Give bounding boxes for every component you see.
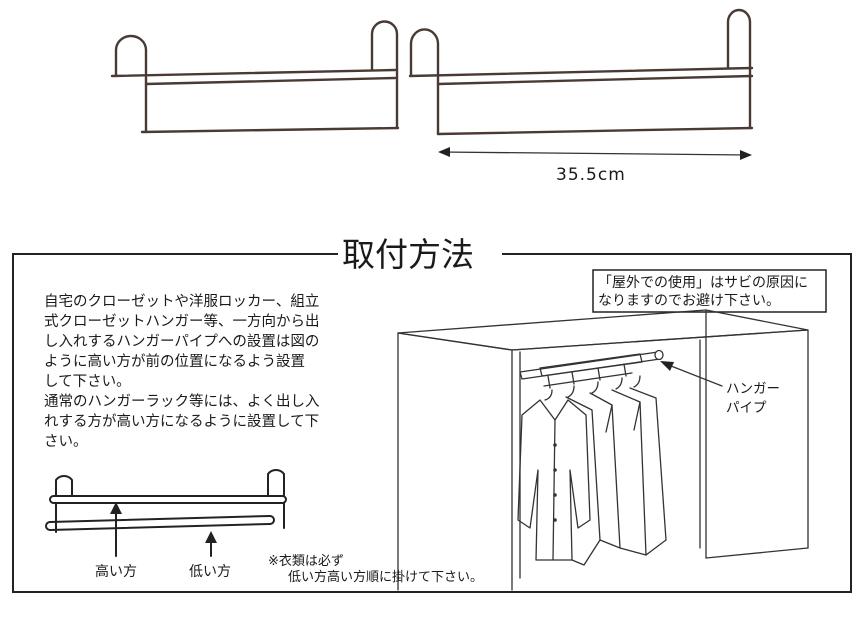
section-frame <box>12 253 852 593</box>
warning-line-1: 「屋外での使用」はサビの原因に <box>598 274 808 291</box>
label-hanger-pipe-1: ハンガー <box>726 381 780 397</box>
instruction-line: し入れするハンガーパイプへの設置は図の <box>44 333 319 350</box>
rack-large <box>408 8 754 136</box>
closet-illustration <box>397 309 809 591</box>
label-low-side: 低い方 <box>189 564 231 580</box>
instruction-line: 式クローゼットハンガー等、一方向から出 <box>44 312 320 330</box>
instruction-line: 通常のハンガーラック等には、よく出し入 <box>44 392 320 410</box>
hanger-pipe-pointer <box>660 361 723 387</box>
label-hanger-pipe-2: パイプ <box>726 400 767 416</box>
instruction-line: ように高い方が前の位置になるよう設置 <box>44 353 305 370</box>
instruction-line: して下さい。 <box>44 373 131 390</box>
instruction-line: さい。 <box>44 433 88 450</box>
warning-line-2: なりますのでお避け下さい。 <box>598 293 780 309</box>
instruction-line: れする方が高い方になるように設置して下 <box>44 413 319 430</box>
label-high-side: 高い方 <box>95 563 137 580</box>
rack-diagram-small <box>45 469 287 533</box>
arrow-high-side <box>110 502 122 557</box>
note-line-1: ※衣類は必ず <box>268 553 344 569</box>
note-line-2: 低い方高い方順に掛けて下さい。 <box>288 569 483 585</box>
instruction-line: 自宅のクローゼットや洋服ロッカー、組立 <box>44 293 319 310</box>
section-title: 取付方法 <box>342 235 474 274</box>
instructions-text: 自宅のクローゼットや洋服ロッカー、組立 式クローゼットハンガー等、一方向から出 … <box>44 293 320 450</box>
dimension-label: 35.5cm <box>556 165 626 185</box>
warning-box <box>592 269 827 313</box>
rack-small <box>110 20 400 134</box>
dimension-arrow <box>438 147 752 160</box>
arrow-low-side <box>205 531 217 557</box>
